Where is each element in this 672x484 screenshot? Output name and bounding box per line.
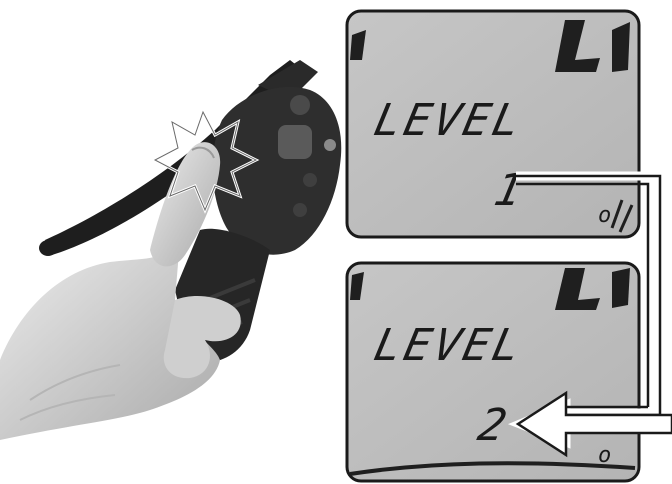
level-label-2: LEVEL bbox=[370, 320, 528, 370]
mode-button bbox=[278, 125, 312, 159]
level-label-1: LEVEL bbox=[370, 95, 528, 145]
mode-button-cap bbox=[290, 95, 310, 115]
fingers bbox=[164, 296, 241, 378]
lcd-display-2: LEVEL 2 o bbox=[347, 263, 639, 481]
mounting-bolt bbox=[324, 139, 336, 151]
degree-icon: o bbox=[598, 203, 611, 228]
lcd-display-1: LEVEL 1 o bbox=[347, 11, 639, 237]
